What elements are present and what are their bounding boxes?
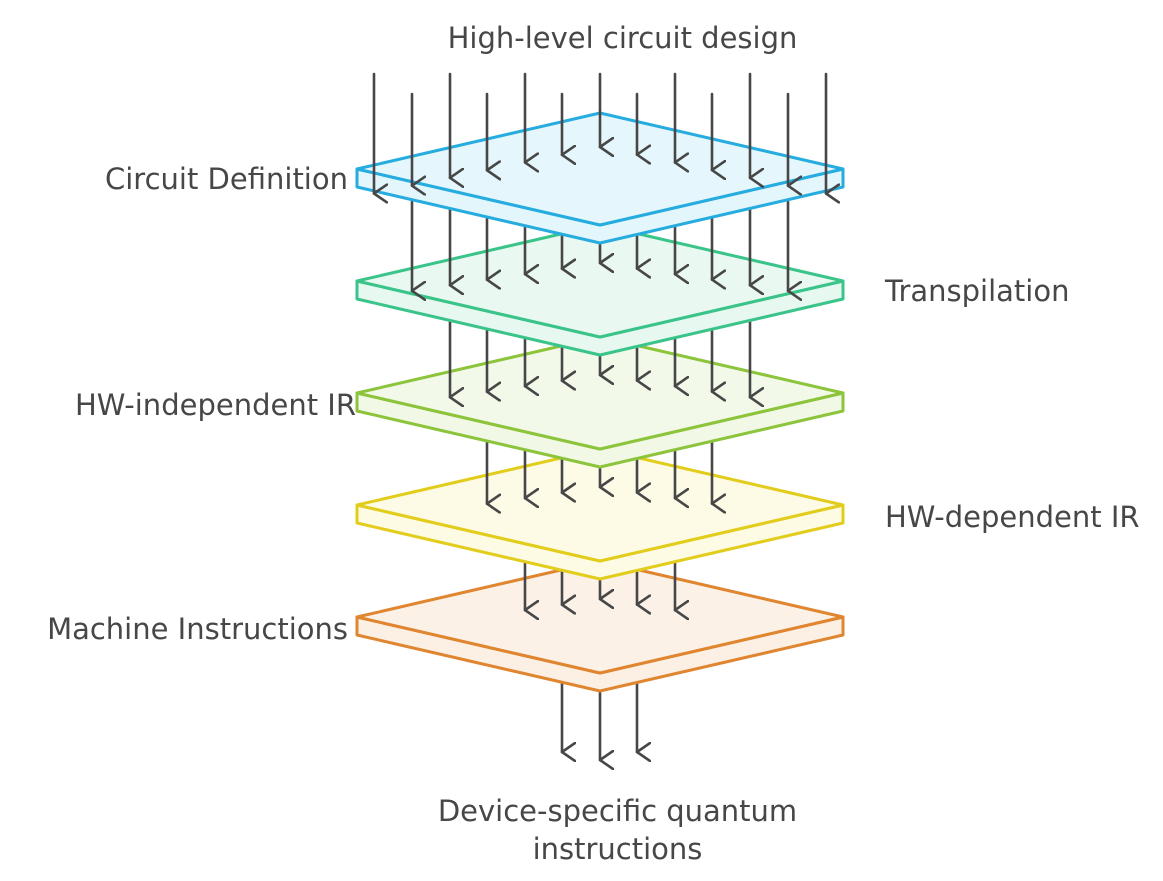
arrow-group-0 xyxy=(372,72,826,194)
layer-plane-4 xyxy=(355,559,845,693)
layer-plane-3 xyxy=(355,447,845,581)
top-caption: High-level circuit design xyxy=(447,21,798,55)
layer-label-machine-instructions: Machine Instructions xyxy=(47,612,348,646)
bottom-caption: Device-specific quantum instructions xyxy=(0,792,1163,868)
layer-label-hw-independent-ir: HW-independent IR xyxy=(74,388,356,422)
layer-top xyxy=(355,335,845,451)
layer-plane-0 xyxy=(355,111,845,245)
layer-label-circuit-definition: Circuit Definition xyxy=(105,162,348,196)
layer-plane-2 xyxy=(355,335,845,469)
arrow-group-2 xyxy=(448,319,750,397)
layer-label-transpilation: Transpilation xyxy=(885,274,1070,308)
layer-top xyxy=(355,111,845,227)
arrow-group-4 xyxy=(523,560,675,610)
arrow-group-1 xyxy=(410,198,788,291)
arrow-group-3 xyxy=(485,439,712,504)
layer-top xyxy=(355,559,845,675)
layer-top xyxy=(355,447,845,563)
layer-label-hw-dependent-ir: HW-dependent IR xyxy=(885,500,1140,534)
layer-plane-1 xyxy=(355,223,845,357)
bottom-caption-line-1: Device-specific quantum xyxy=(437,794,798,828)
bottom-caption-line-2: instructions xyxy=(532,832,703,866)
layer-top xyxy=(355,223,845,339)
arrow-group-5 xyxy=(560,680,637,760)
